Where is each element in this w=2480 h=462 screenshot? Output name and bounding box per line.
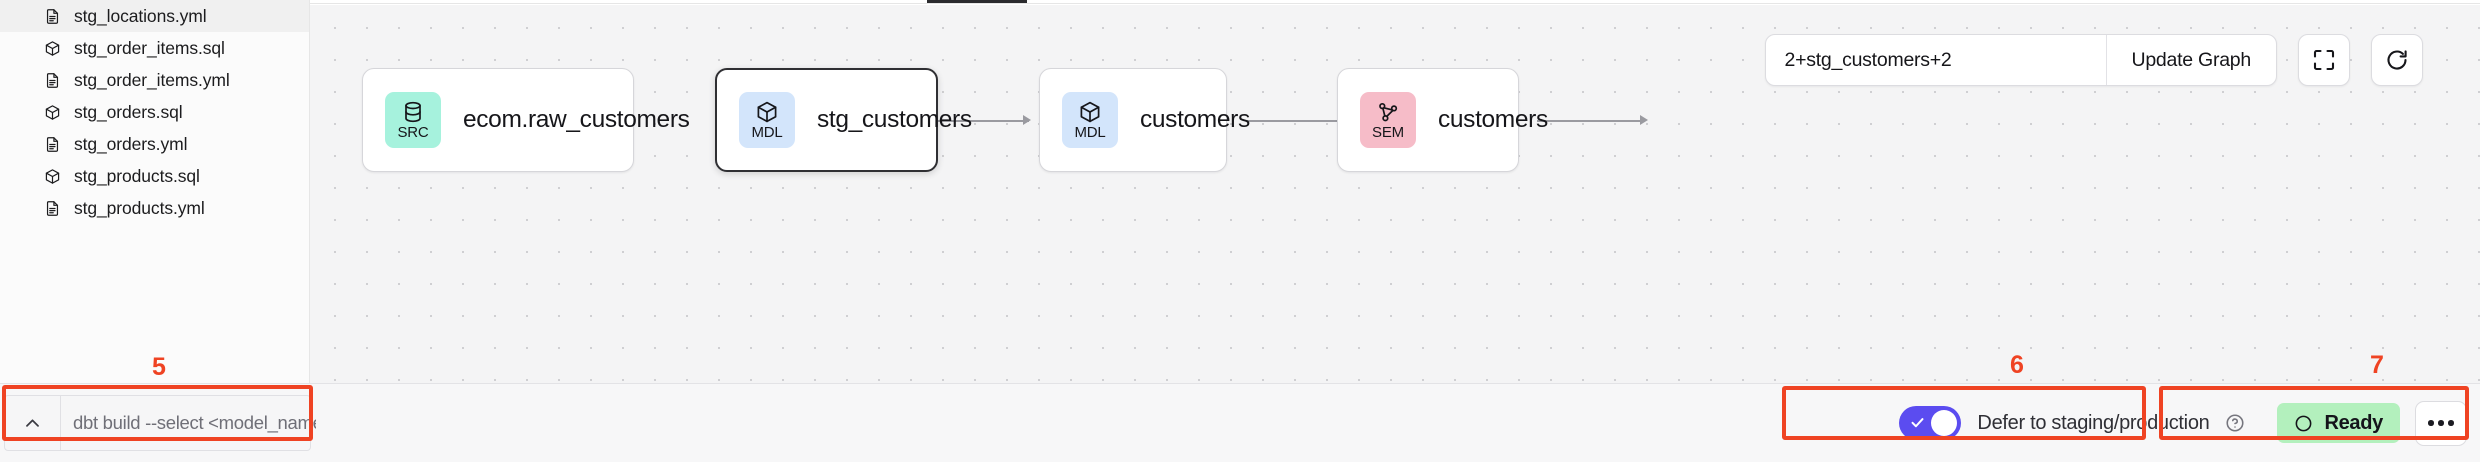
update-graph-button[interactable]: Update Graph [2105,35,2277,85]
command-bar [4,395,316,451]
edge-arrow-src-to-stg [1023,115,1031,125]
graph-selector-input[interactable] [1765,35,2106,85]
more-horizontal-icon[interactable] [2415,400,2467,446]
bottom-bar-right: Defer to staging/production Ready [1885,400,2480,446]
node-type-label: MDL [751,124,783,141]
sql-model-icon [44,104,61,121]
node-type-badge: SRC [385,92,441,148]
file-name: stg_orders.sql [74,101,183,122]
help-circle-icon[interactable] [2225,413,2245,433]
toggle-knob [1931,410,1958,436]
more-dot [2438,420,2444,426]
file-name: stg_order_items.yml [74,69,230,90]
more-dot [2428,420,2434,426]
tab-strip [310,0,2480,4]
defer-toggle-group: Defer to staging/production [1885,406,2259,440]
circle-icon [2296,415,2312,431]
file-list-item[interactable]: stg_products.yml [0,192,309,224]
file-list-item[interactable]: stg_order_items.yml [0,64,309,96]
edge-stg-to-mdl [1247,120,1342,122]
file-name: stg_products.yml [74,197,205,218]
node-type-badge: MDL [1062,92,1118,148]
check-icon [1911,418,1924,428]
edge-arrow-mdl-to-sem [1640,115,1648,125]
yml-file-icon [44,136,61,153]
node-label: customers [1438,106,1548,133]
bottom-status-bar: Defer to staging/production Ready [0,383,2480,462]
status-badge[interactable]: Ready [2277,403,2400,443]
status-group: Ready [2277,400,2467,446]
cube-icon [755,100,779,124]
semantic-icon [1376,100,1400,124]
file-name: stg_orders.yml [74,133,188,154]
refresh-icon[interactable] [2371,34,2423,86]
node-type-label: MDL [1074,124,1106,141]
graph-node[interactable]: SRC ecom.raw_customers [362,68,690,172]
yml-file-icon [44,200,61,217]
file-list-item[interactable]: stg_orders.yml [0,128,309,160]
node-type-badge: SEM [1360,92,1416,148]
lineage-graph-canvas[interactable]: SRC ecom.raw_customers MDL stg_customers… [310,5,2480,383]
cube-icon [1078,100,1102,124]
yml-file-icon [44,8,61,25]
node-type-badge: MDL [739,92,795,148]
file-name: stg_products.sql [74,165,200,186]
main-panel: SRC ecom.raw_customers MDL stg_customers… [310,0,2480,462]
graph-node[interactable]: SEM customers [1337,68,1548,172]
edge-src-to-stg [936,120,1029,122]
active-tab-indicator [927,0,1027,3]
command-input[interactable] [61,396,316,450]
node-label: customers [1140,106,1250,133]
file-list-item[interactable]: stg_locations.yml [0,0,309,32]
graph-node[interactable]: MDL customers [1039,68,1250,172]
edge-mdl-to-sem [1537,120,1645,122]
defer-label: Defer to staging/production [1977,411,2210,434]
status-text: Ready [2324,411,2383,434]
graph-selector-group: Update Graph [1764,34,2277,86]
database-icon [401,100,425,124]
file-list-item[interactable]: stg_products.sql [0,160,309,192]
node-label: ecom.raw_customers [463,106,690,133]
graph-toolbar: Update Graph [1764,34,2423,86]
sql-model-icon [44,40,61,57]
yml-file-icon [44,72,61,89]
file-list: stg_locations.yml stg_order_items.sql st… [0,0,309,224]
file-name: stg_order_items.sql [74,37,225,58]
defer-toggle[interactable] [1899,406,1962,440]
graph-node[interactable]: MDL stg_customers [715,68,972,172]
node-label: stg_customers [817,106,972,133]
more-dot [2448,420,2454,426]
file-list-item[interactable]: stg_order_items.sql [0,32,309,64]
file-list-item[interactable]: stg_orders.sql [0,96,309,128]
node-type-label: SRC [397,124,429,141]
fullscreen-icon[interactable] [2298,34,2350,86]
chevron-up-icon[interactable] [5,396,61,450]
file-name: stg_locations.yml [74,5,207,26]
sql-model-icon [44,168,61,185]
node-type-label: SEM [1372,124,1404,141]
